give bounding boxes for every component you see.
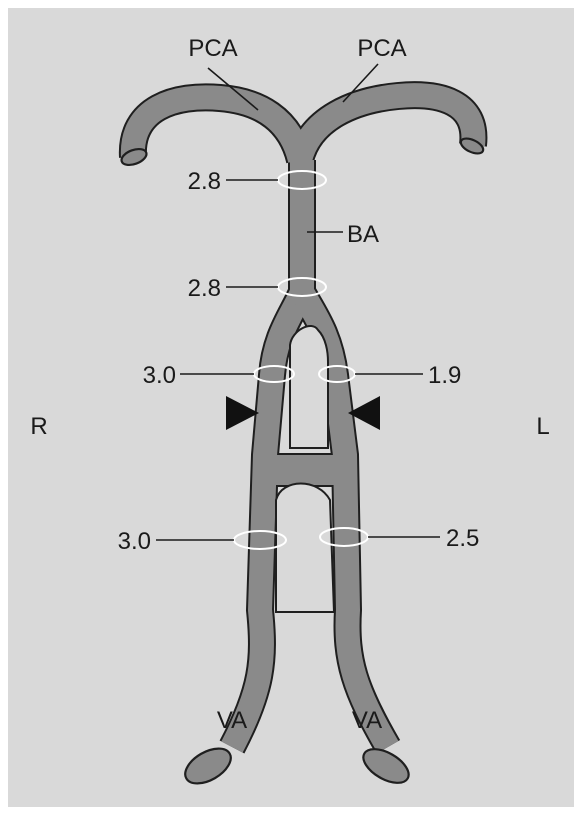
diameter-right-va: 3.0 [118,528,151,555]
label-side-right: R [30,413,47,440]
label-side-left: L [536,413,549,440]
diameter-ba-lower: 2.8 [188,275,221,302]
label-va-right: VA [217,707,247,734]
diameter-left-limb: 1.9 [428,362,461,389]
diameter-left-va: 2.5 [446,525,479,552]
fenestration-gap [290,326,328,448]
label-pca-left: PCA [357,35,406,62]
label-basilar-artery: BA [347,221,379,248]
diameter-right-limb: 3.0 [143,362,176,389]
va-confluence-gap [276,484,334,613]
label-pca-right: PCA [188,35,237,62]
diameter-ba-upper: 2.8 [188,168,221,195]
label-va-left: VA [352,707,382,734]
